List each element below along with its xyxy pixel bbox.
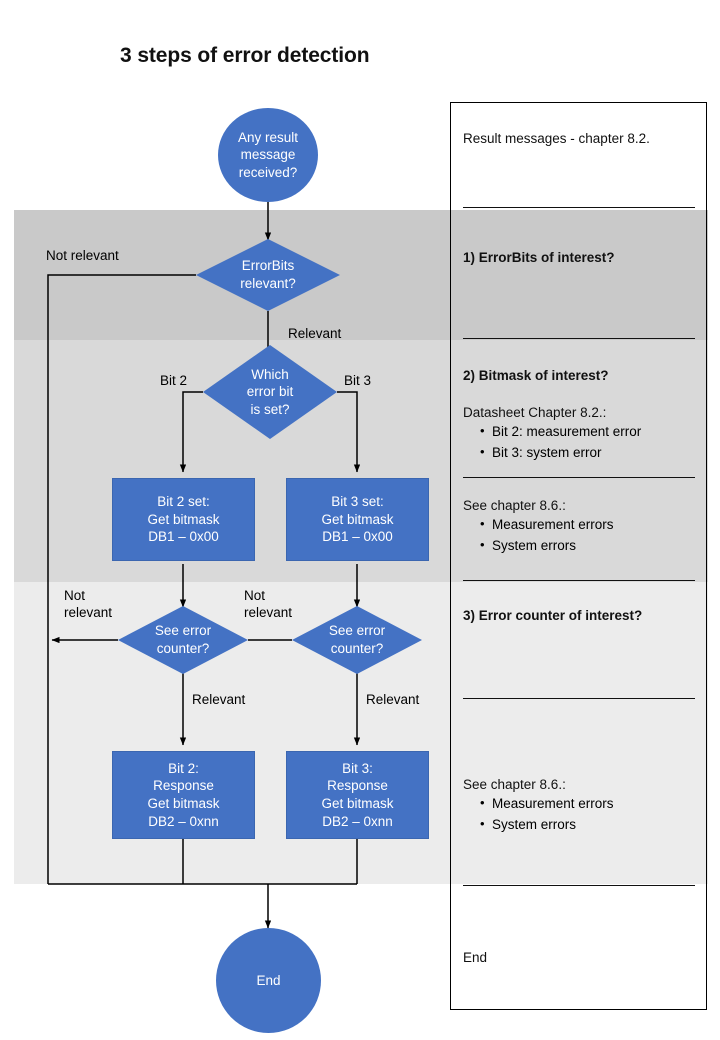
list-item: System errors bbox=[480, 814, 614, 836]
node-decision-see-error-counter-left-label: See error counter? bbox=[154, 623, 212, 656]
node-process-bit2-response[interactable]: Bit 2: Response Get bitmask DB2 – 0xnn bbox=[112, 751, 255, 839]
edge-label-bit-3: Bit 3 bbox=[344, 373, 372, 388]
edge-label-not-relevant-left: Not relevant bbox=[64, 588, 113, 620]
list-item: Bit 2: measurement error bbox=[480, 421, 641, 443]
edge-label-bit-2: Bit 2 bbox=[160, 373, 188, 388]
node-process-bit3-bitmask-label: Bit 3 set: Get bitmask DB1 – 0x00 bbox=[321, 494, 394, 545]
node-start-label: Any result message received? bbox=[237, 129, 299, 180]
node-decision-errorbits-relevant-label: ErrorBits relevant? bbox=[240, 258, 296, 291]
list-item: Measurement errors bbox=[480, 514, 614, 536]
node-process-bit2-bitmask-label: Bit 2 set: Get bitmask DB1 – 0x00 bbox=[147, 494, 220, 545]
panel-divider-1 bbox=[463, 338, 695, 339]
panel-divider-2a bbox=[463, 477, 695, 478]
node-end[interactable]: End bbox=[216, 928, 321, 1033]
edge-label-relevant-left: Relevant bbox=[192, 692, 246, 707]
node-decision-see-error-counter-left[interactable]: See error counter? bbox=[118, 606, 248, 674]
panel-divider-3a bbox=[463, 698, 695, 699]
page-title: 3 steps of error detection bbox=[120, 44, 370, 67]
list-item: System errors bbox=[480, 535, 614, 557]
node-process-bit3-response[interactable]: Bit 3: Response Get bitmask DB2 – 0xnn bbox=[286, 751, 429, 839]
panel-section-3-block-label: See chapter 8.6.: bbox=[463, 777, 566, 792]
node-decision-which-error-bit[interactable]: Which error bit is set? bbox=[203, 345, 337, 439]
list-item: Bit 3: system error bbox=[480, 442, 641, 464]
list-item: Measurement errors bbox=[480, 793, 614, 815]
panel-divider-3b bbox=[463, 885, 695, 886]
node-decision-see-error-counter-right-label: See error counter? bbox=[328, 623, 386, 656]
panel-section-2-block-b-list: Measurement errors System errors bbox=[463, 514, 614, 557]
panel-section-3-heading: 3) Error counter of interest? bbox=[463, 608, 643, 623]
node-decision-errorbits-relevant[interactable]: ErrorBits relevant? bbox=[196, 239, 340, 311]
panel-section-2-block-a-list: Bit 2: measurement error Bit 3: system e… bbox=[463, 421, 641, 464]
info-panel: Result messages - chapter 8.2. 1) ErrorB… bbox=[450, 102, 707, 1010]
edge-label-relevant-right: Relevant bbox=[366, 692, 420, 707]
panel-section-2-block-b-label: See chapter 8.6.: bbox=[463, 498, 566, 513]
edge-label-not-relevant-middle: Not relevant bbox=[244, 588, 293, 620]
panel-section-2-block-a-label: Datasheet Chapter 8.2.: bbox=[463, 405, 607, 420]
panel-section-1-heading: 1) ErrorBits of interest? bbox=[463, 250, 615, 265]
panel-divider-0 bbox=[463, 207, 695, 208]
node-decision-see-error-counter-right[interactable]: See error counter? bbox=[292, 606, 422, 674]
panel-section-4-heading: End bbox=[463, 950, 488, 965]
node-start[interactable]: Any result message received? bbox=[218, 108, 318, 202]
panel-section-0-heading: Result messages - chapter 8.2. bbox=[463, 131, 650, 146]
node-process-bit3-response-label: Bit 3: Response Get bitmask DB2 – 0xnn bbox=[321, 760, 394, 829]
node-decision-which-error-bit-label: Which error bit is set? bbox=[246, 366, 294, 417]
panel-section-2-heading: 2) Bitmask of interest? bbox=[463, 368, 609, 383]
edge-label-relevant-top: Relevant bbox=[288, 326, 342, 341]
node-process-bit2-bitmask[interactable]: Bit 2 set: Get bitmask DB1 – 0x00 bbox=[112, 478, 255, 561]
panel-divider-2b bbox=[463, 580, 695, 581]
node-process-bit2-response-label: Bit 2: Response Get bitmask DB2 – 0xnn bbox=[147, 760, 220, 829]
edge-label-not-relevant-top: Not relevant bbox=[46, 248, 119, 263]
node-process-bit3-bitmask[interactable]: Bit 3 set: Get bitmask DB1 – 0x00 bbox=[286, 478, 429, 561]
panel-section-3-block-list: Measurement errors System errors bbox=[463, 793, 614, 836]
node-end-label: End bbox=[256, 972, 281, 988]
